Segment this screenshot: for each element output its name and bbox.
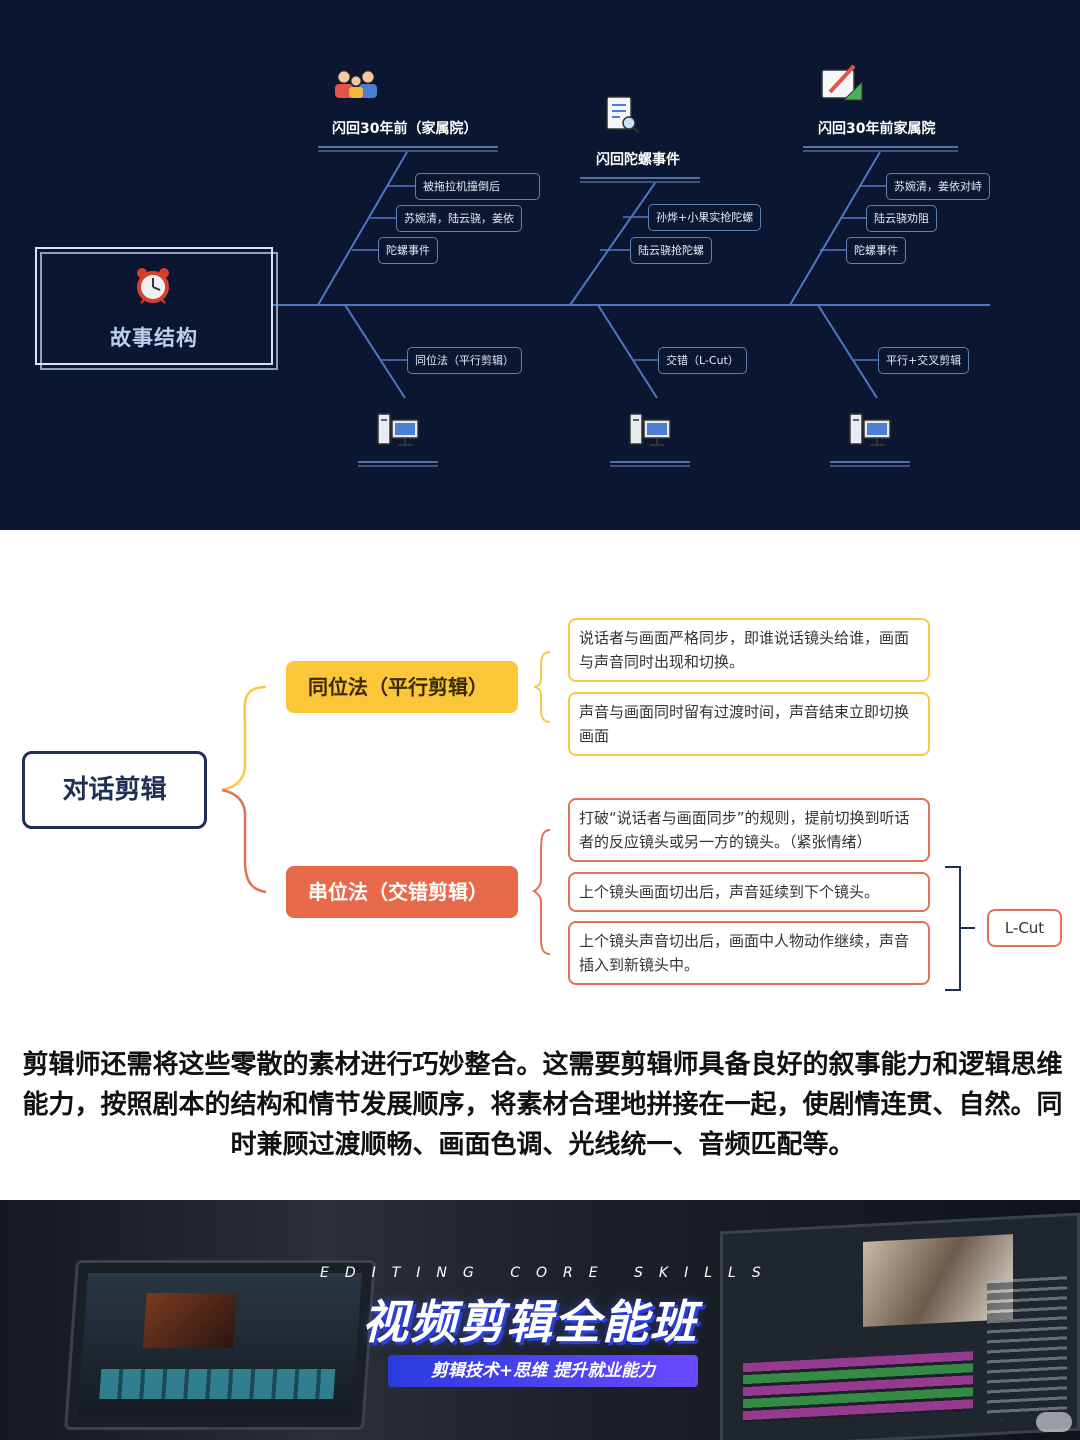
computer-icon xyxy=(849,413,891,446)
laptop-image xyxy=(64,1260,376,1430)
laptop-video-preview xyxy=(142,1293,237,1348)
fish-tag: 陀螺事件 xyxy=(378,237,438,264)
body-paragraph: 剪辑师还需将这些零散的素材进行巧妙整合。这需要剪辑师具备良好的叙事能力和逻辑思维… xyxy=(22,1050,1063,1160)
bracket-yellow-items xyxy=(533,651,551,723)
fishbone-lines xyxy=(273,146,990,467)
course-banner: EDITING CORE SKILLS 视频剪辑全能班 剪辑技术+思维 提升就业… xyxy=(0,1200,1080,1440)
root-box xyxy=(35,247,273,365)
drawing-tools-icon xyxy=(821,64,863,101)
fish-tag: 陆云骁劝阻 xyxy=(866,205,937,232)
leaf-item: 声音与画面同时留有过渡时间，声音结束立即切换画面 xyxy=(568,692,930,756)
upper-branch-title-2: 闪回陀螺事件 xyxy=(596,152,680,168)
upper-bone-1 xyxy=(317,151,408,306)
upper-branch-title-3: 闪回30年前家属院 xyxy=(818,121,936,137)
laptop-timeline xyxy=(99,1369,336,1399)
fish-tag: 交错（L-Cut） xyxy=(658,347,747,374)
root-box-shadow xyxy=(40,252,278,370)
leaf-item: 上个镜头画面切出后，声音延续到下个镜头。 xyxy=(568,872,930,912)
computer-icon xyxy=(377,413,419,446)
lcut-label: L-Cut xyxy=(987,909,1062,947)
monitor-image xyxy=(720,1212,1080,1440)
watermark-badge-icon xyxy=(1036,1412,1072,1432)
fish-tag: 苏婉清，陆云骁，姜依 xyxy=(396,205,522,232)
banner-pill: 剪辑技术+思维 提升就业能力 xyxy=(388,1355,698,1387)
computer-icon xyxy=(629,413,671,446)
mindmap-brackets xyxy=(221,651,975,991)
root-title: 故事结构 xyxy=(110,326,198,350)
fish-tag: 陆云骁抢陀螺 xyxy=(630,237,712,264)
bracket-coral xyxy=(221,788,267,894)
leaf-item: 上个镜头声音切出后，画面中人物动作继续，声音插入到新镜头中。 xyxy=(568,921,930,985)
banner-caption-en: EDITING CORE SKILLS xyxy=(320,1265,777,1281)
category-parallel: 同位法（平行剪辑） xyxy=(286,661,518,713)
lower-bone-3 xyxy=(817,304,878,399)
banner-title: 视频剪辑全能班 xyxy=(362,1295,698,1349)
fish-tag: 被拖拉机撞倒后 xyxy=(415,173,540,200)
fish-tag: 孙烨+小果实抢陀螺 xyxy=(648,204,762,231)
lower-bone-2 xyxy=(597,304,658,399)
fish-tag: 陀螺事件 xyxy=(846,237,906,264)
alarm-clock-icon xyxy=(137,268,169,304)
monitor-timeline xyxy=(743,1351,973,1424)
document-search-icon xyxy=(606,96,639,133)
fish-tag: 苏婉清，姜依对峙 xyxy=(886,173,990,200)
upper-bone-3 xyxy=(789,151,881,306)
category-staggered: 串位法（交错剪辑） xyxy=(286,866,518,918)
leaf-item: 说话者与画面严格同步，即谁说话镜头给谁，画面与声音同时出现和切换。 xyxy=(568,618,930,682)
bracket-yellow xyxy=(221,685,267,792)
leaf-item: 打破“说话者与画面同步”的规则，提前切换到听话者的反应镜头或另一方的镜头。（紧张… xyxy=(568,798,930,862)
upper-branch-title-1: 闪回30年前（家属院） xyxy=(332,121,478,137)
fish-tag: 平行+交叉剪辑 xyxy=(878,347,970,374)
fish-tag: 同位法（平行剪辑） xyxy=(407,347,522,374)
fishbone-diagram: 故事结构 闪回30年前（家属院） 闪回陀螺事件 闪回30年前家属院 被拖拉机撞倒… xyxy=(0,0,1080,530)
bracket-lcut xyxy=(945,866,961,991)
monitor-file-panel xyxy=(987,1276,1067,1421)
upper-bone-2 xyxy=(569,182,656,306)
bracket-coral-items xyxy=(531,829,551,955)
dialogue-mindmap: 对话剪辑 同位法（平行剪辑） 串位法（交错剪辑） 说话者与画面严格同步，即谁说话… xyxy=(0,530,1080,1025)
family-icon xyxy=(335,70,377,98)
dialogue-root: 对话剪辑 xyxy=(22,751,207,829)
lower-bone-1 xyxy=(344,304,406,399)
laptop-screen xyxy=(77,1273,363,1417)
